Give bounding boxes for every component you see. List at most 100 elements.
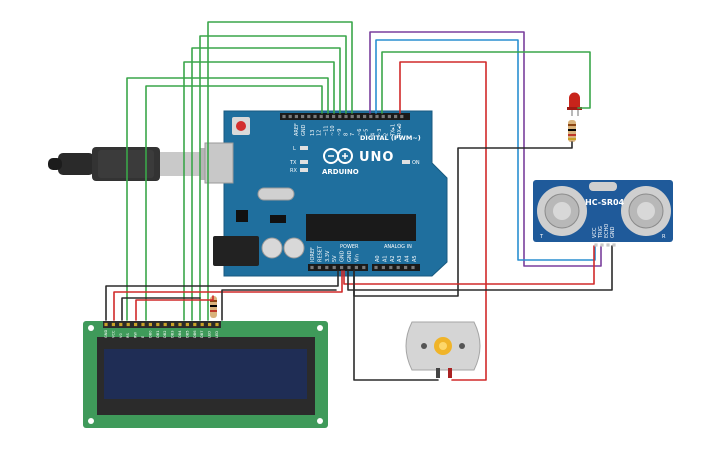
lcd-screen (104, 349, 307, 399)
digital-pin-label: 13 (310, 130, 316, 136)
wires (105, 21, 613, 381)
header-pin[interactable] (193, 322, 197, 327)
power-pin-label: IOREF (310, 247, 316, 262)
header-pin[interactable] (362, 265, 366, 270)
header-pin[interactable] (325, 114, 329, 119)
header-pin[interactable] (317, 265, 321, 270)
header-pin[interactable] (111, 322, 115, 327)
header-pin[interactable] (594, 243, 598, 247)
wire (105, 270, 339, 321)
dc-motor (405, 321, 481, 378)
header-pin[interactable] (394, 114, 398, 119)
sensor-model-label: HC-SR04 (585, 198, 625, 207)
analog-pin-label: A1 (382, 255, 388, 262)
header-pin[interactable] (356, 114, 360, 119)
lcd-pin-label: LED (208, 331, 212, 338)
digital-pin-label: TX▸1 (390, 124, 396, 137)
header-pin[interactable] (612, 243, 616, 247)
header-pin[interactable] (141, 322, 145, 327)
header-pin[interactable] (332, 265, 336, 270)
header-pin[interactable] (325, 265, 329, 270)
header-pin[interactable] (301, 114, 305, 119)
wire (375, 39, 596, 261)
header-pin[interactable] (200, 322, 204, 327)
header-pin[interactable] (319, 114, 323, 119)
header-pin[interactable] (387, 114, 391, 119)
led-resistor (568, 120, 576, 142)
header-pin[interactable] (350, 114, 354, 119)
lcd-pin-label: DB0 (148, 330, 152, 338)
header-pin[interactable] (215, 322, 219, 327)
header-pin[interactable] (134, 322, 138, 327)
header-pin[interactable] (344, 114, 348, 119)
power-pin-label: GND (347, 250, 353, 262)
header-pin[interactable] (404, 265, 408, 270)
capacitor (283, 237, 305, 259)
lcd-pin-label: GND (104, 330, 108, 338)
analog-in-label: ANALOG IN (384, 244, 412, 250)
header-pin[interactable] (119, 322, 123, 327)
header-pin[interactable] (389, 265, 393, 270)
header-pin[interactable] (156, 322, 160, 327)
header-pins (104, 114, 616, 327)
arduino-logo-icon (323, 148, 353, 164)
red-led (567, 92, 582, 116)
header-pin[interactable] (347, 265, 351, 270)
header-pin[interactable] (332, 114, 336, 119)
header-pin[interactable] (208, 322, 212, 327)
digital-pin-label: 4 (370, 133, 376, 136)
digital-pin-label: ~11 (323, 125, 329, 136)
lcd-pin-label: DB6 (193, 330, 197, 338)
header-pin[interactable] (340, 265, 344, 270)
wire (191, 47, 341, 321)
power-jack (213, 236, 259, 266)
led-rx (300, 168, 308, 172)
header-pin[interactable] (381, 114, 385, 119)
header-pin[interactable] (374, 265, 378, 270)
digital-pin-label: ~3 (377, 129, 383, 136)
led-l-label: L (293, 146, 296, 152)
power-pin-label: Vin (354, 254, 360, 262)
header-pin[interactable] (606, 243, 610, 247)
header-pin[interactable] (400, 114, 404, 119)
arduino-brand-label: ARDUINO (322, 168, 359, 176)
header-pin[interactable] (288, 114, 292, 119)
header-pin[interactable] (310, 265, 314, 270)
header-pin[interactable] (363, 114, 367, 119)
header-pin[interactable] (313, 114, 317, 119)
header-pin[interactable] (185, 322, 189, 327)
header-pin[interactable] (171, 322, 175, 327)
header-pin[interactable] (600, 243, 604, 247)
sensor-t-label: T (539, 234, 544, 240)
usb-port (204, 142, 234, 184)
header-pin[interactable] (178, 322, 182, 327)
atmega-chip (306, 214, 416, 241)
header-pin[interactable] (396, 265, 400, 270)
header-pin[interactable] (381, 265, 385, 270)
header-pin[interactable] (354, 265, 358, 270)
sensor-pin-label: VCC (592, 227, 598, 238)
header-pin[interactable] (338, 114, 342, 119)
header-pin[interactable] (126, 322, 130, 327)
capacitor (261, 237, 283, 259)
header-pin[interactable] (307, 114, 311, 119)
header-pin[interactable] (104, 322, 108, 327)
analog-pin-label: A2 (390, 255, 396, 262)
lcd-pin-label: DB1 (156, 330, 160, 338)
wire (343, 245, 595, 285)
header-pin[interactable] (411, 265, 415, 270)
led-l (300, 146, 308, 150)
header-pin[interactable] (375, 114, 379, 119)
analog-pin-label: A4 (405, 255, 411, 262)
digital-pin-label: 2 (384, 133, 390, 136)
led-on-label: ON (412, 160, 420, 166)
header-pin[interactable] (282, 114, 286, 119)
header-pin[interactable] (148, 322, 152, 327)
header-pin[interactable] (163, 322, 167, 327)
wire (145, 85, 323, 321)
wire (183, 61, 335, 321)
header-pin[interactable] (369, 114, 373, 119)
reset-button[interactable] (232, 117, 250, 135)
header-pin[interactable] (294, 114, 298, 119)
